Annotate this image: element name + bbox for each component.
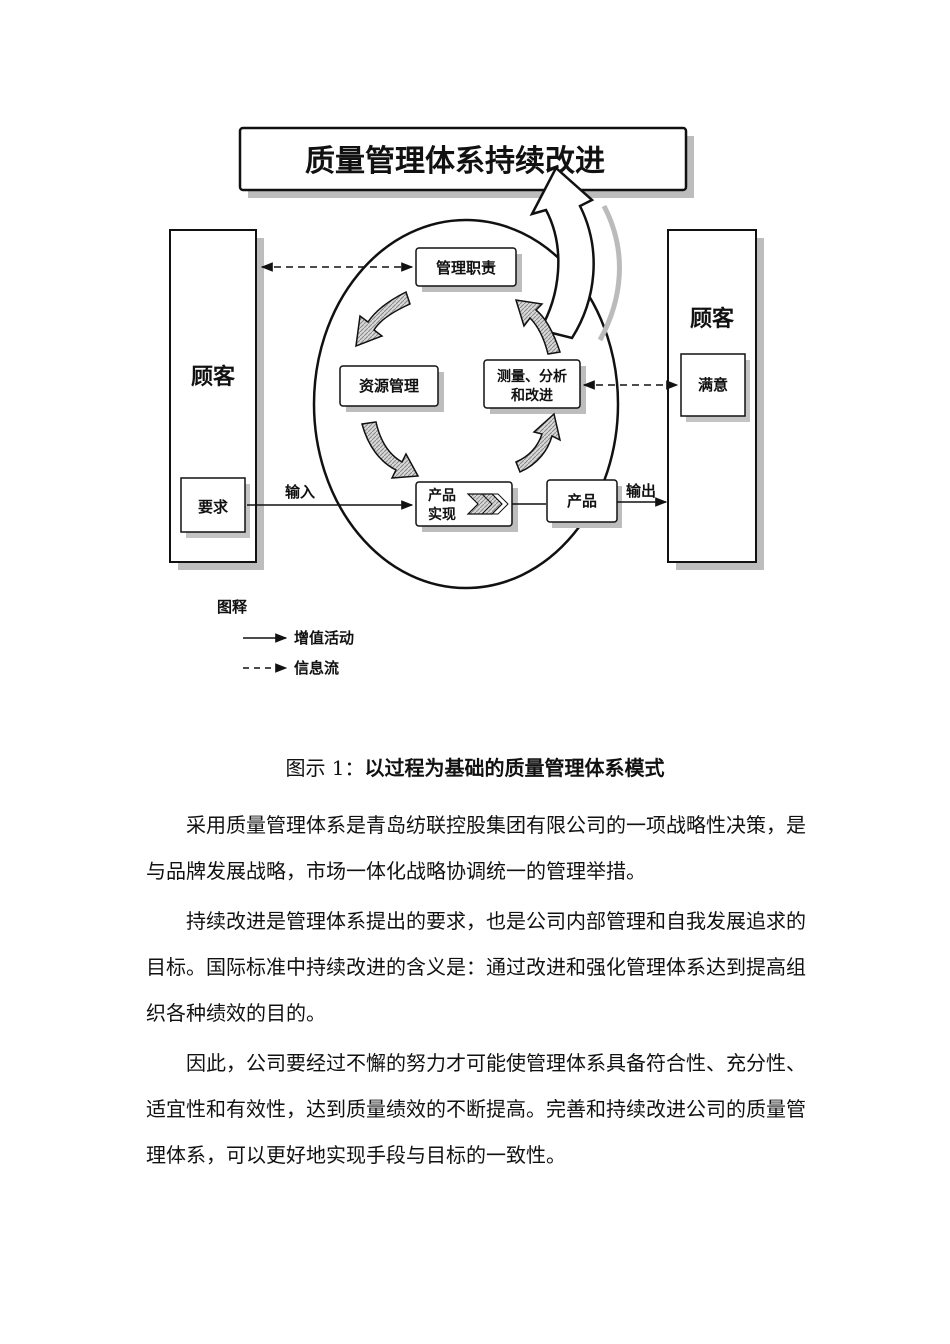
- customer-right-label: 顾客: [690, 306, 735, 332]
- cycle-arrow-product-to-measurement: [515, 412, 562, 474]
- title-box: 质量管理体系持续改进: [238, 126, 694, 198]
- customer-left-label: 顾客: [191, 364, 236, 390]
- svg-text:测量、分析: 测量、分析: [497, 368, 567, 385]
- caption-prefix: 图示 1：: [285, 756, 365, 780]
- output-label: 输出: [626, 482, 656, 500]
- legend-info-flow: 信息流: [294, 659, 339, 677]
- svg-text:实现: 实现: [428, 506, 456, 523]
- svg-text:产品: 产品: [428, 487, 456, 504]
- body-text: 采用质量管理体系是青岛纺联控股集团有限公司的一项战略性决策，是与品牌发展战略，市…: [146, 802, 808, 1182]
- cycle-arrow-resource-to-product: [361, 421, 420, 479]
- input-label: 输入: [285, 483, 315, 501]
- caption-title: 以过程为基础的质量管理体系模式: [364, 756, 665, 780]
- svg-text:资源管理: 资源管理: [359, 377, 419, 395]
- paragraph: 持续改进是管理体系提出的要求，也是公司内部管理和自我发展追求的目标。国际标准中持…: [146, 909, 806, 1025]
- satisfaction-label: 满意: [698, 376, 728, 394]
- legend-value-added: 增值活动: [294, 629, 354, 647]
- customer-right-panel: 顾客 满意: [667, 229, 764, 570]
- figure-caption: 图示 1：以过程为基础的质量管理体系模式: [0, 752, 950, 781]
- measurement-box: 测量、分析 和改进: [483, 359, 586, 414]
- legend-title: 图释: [217, 598, 248, 616]
- improvement-arrow: [529, 166, 595, 340]
- requirement-label: 要求: [198, 498, 229, 516]
- svg-text:管理职责: 管理职责: [436, 259, 496, 277]
- product-box: 产品: [546, 479, 622, 528]
- cycle-arrow-measurement-to-mgmt: [514, 299, 561, 355]
- legend: 图释 增值活动 信息流: [217, 598, 354, 677]
- management-responsibility-box: 管理职责: [415, 247, 522, 292]
- paragraph: 因此，公司要经过不懈的努力才可能使管理体系具备符合性、充分性、适宜性和有效性，达…: [146, 1051, 806, 1167]
- paragraph: 采用质量管理体系是青岛纺联控股集团有限公司的一项战略性决策，是与品牌发展战略，市…: [146, 813, 806, 883]
- cycle-arrow-mgmt-to-resource: [355, 290, 411, 348]
- product-realization-box: 产品 实现: [415, 481, 518, 532]
- svg-text:产品: 产品: [567, 492, 597, 510]
- svg-text:和改进: 和改进: [511, 387, 553, 404]
- resource-management-box: 资源管理: [339, 365, 444, 412]
- qms-process-diagram: 质量管理体系持续改进 顾客 要求 顾客 满意 管理职责 资源管理 测量: [169, 126, 764, 677]
- process-ellipse: [312, 218, 620, 590]
- customer-left-panel: 顾客 要求: [169, 229, 264, 570]
